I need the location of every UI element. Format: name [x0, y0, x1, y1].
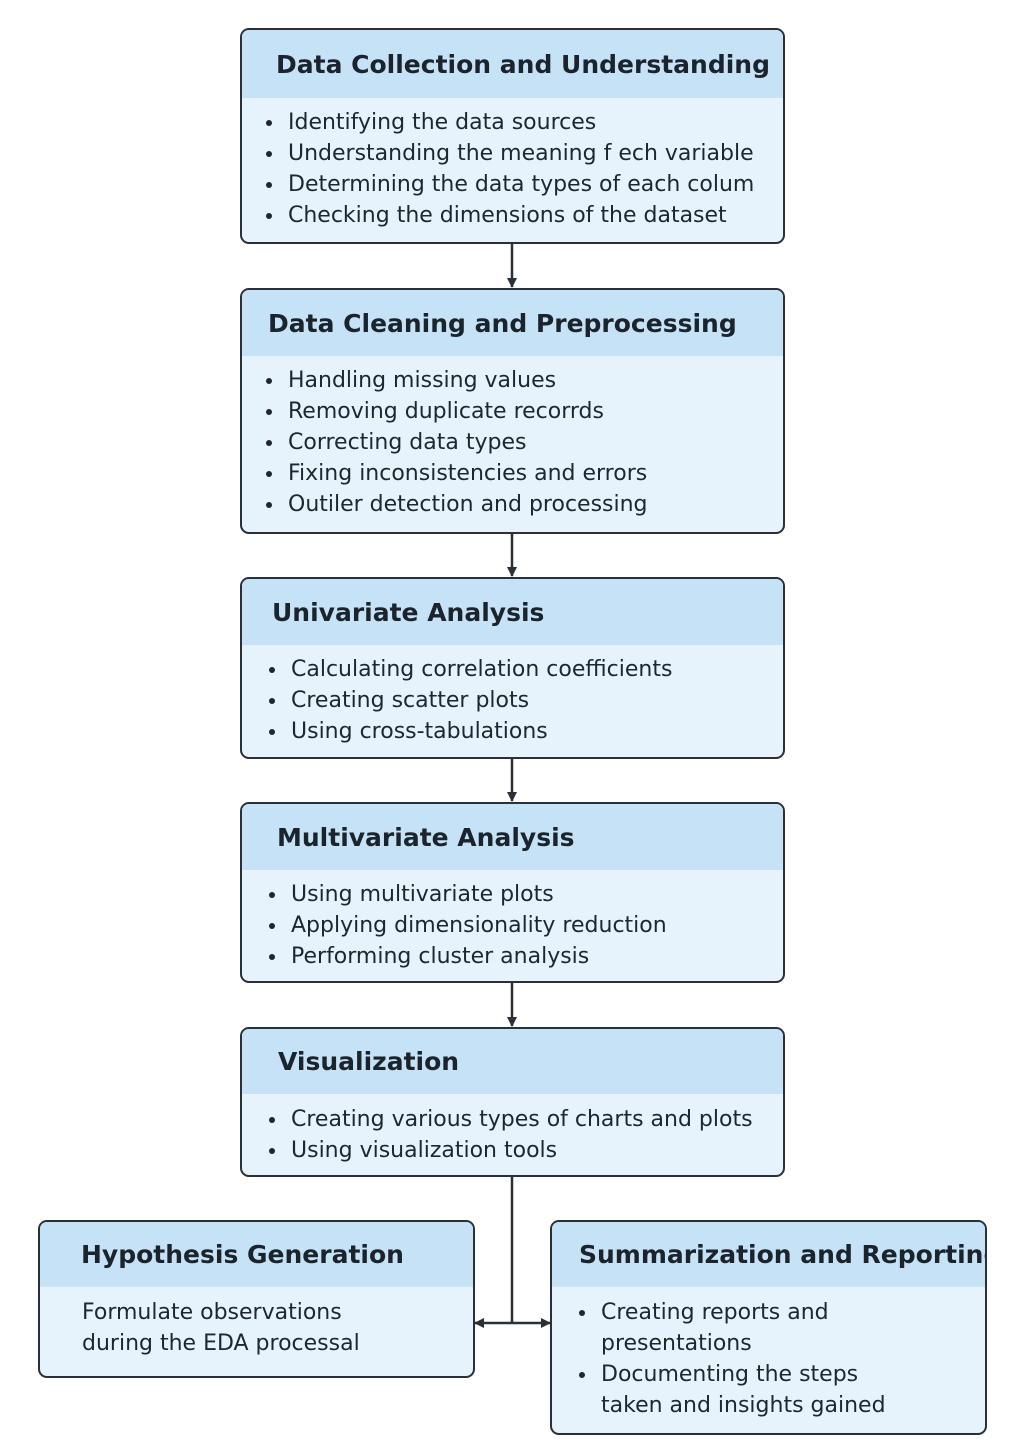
- summarization-title: Summarization and Reporting: [552, 1222, 985, 1287]
- summarization-box: Summarization and Reporting Creating rep…: [550, 1220, 987, 1435]
- data-cleaning-box: Data Cleaning and Preprocessing Handling…: [240, 288, 785, 534]
- list-item: Performing cluster analysis: [268, 941, 783, 972]
- list-item: Outiler detection and processing: [265, 489, 783, 520]
- data-cleaning-body: Handling missing values Removing duplica…: [242, 356, 783, 520]
- list-item: Using cross-tabulations: [268, 716, 783, 747]
- list-item: Using multivariate plots: [268, 879, 783, 910]
- data-cleaning-title: Data Cleaning and Preprocessing: [242, 290, 783, 356]
- hypothesis-title: Hypothesis Generation: [40, 1222, 473, 1287]
- list-item: Checking the dimensions of the dataset: [265, 200, 783, 231]
- list-item: Removing duplicate recorrds: [265, 396, 783, 427]
- list-item: Using visualization tools: [268, 1135, 783, 1166]
- list-item: Applying dimensionality reduction: [268, 910, 783, 941]
- data-cleaning-list: Handling missing values Removing duplica…: [265, 365, 783, 520]
- visualization-body: Creating various types of charts and plo…: [242, 1094, 783, 1166]
- univariate-title: Univariate Analysis: [242, 579, 783, 645]
- data-collection-list: Identifying the data sources Understandi…: [265, 107, 783, 231]
- summarization-list: Creating reports and presentations Docum…: [578, 1297, 918, 1421]
- list-item: Determining the data types of each colum: [265, 169, 783, 200]
- list-item: Fixing inconsistencies and errors: [265, 458, 783, 489]
- hypothesis-text-line: Formulate observations: [82, 1300, 342, 1325]
- multivariate-body: Using multivariate plots Applying dimens…: [242, 870, 783, 972]
- list-item: Correcting data types: [265, 427, 783, 458]
- list-item: Creating scatter plots: [268, 685, 783, 716]
- univariate-body: Calculating correlation coefficients Cre…: [242, 645, 783, 747]
- hypothesis-box: Hypothesis Generation Formulate observat…: [38, 1220, 475, 1378]
- data-collection-title: Data Collection and Understanding: [242, 30, 783, 98]
- visualization-box: Visualization Creating various types of …: [240, 1027, 785, 1177]
- list-item: Handling missing values: [265, 365, 783, 396]
- hypothesis-body: Formulate observations during the EDA pr…: [40, 1287, 473, 1359]
- list-item: Calculating correlation coefficients: [268, 654, 783, 685]
- list-item: Creating various types of charts and plo…: [268, 1104, 783, 1135]
- univariate-box: Univariate Analysis Calculating correlat…: [240, 577, 785, 759]
- list-item: Creating reports and presentations: [578, 1297, 918, 1359]
- list-item: Documenting the steps taken and insights…: [578, 1359, 918, 1421]
- data-collection-box: Data Collection and Understanding Identi…: [240, 28, 785, 244]
- list-item: Identifying the data sources: [265, 107, 783, 138]
- data-collection-body: Identifying the data sources Understandi…: [242, 98, 783, 231]
- multivariate-title: Multivariate Analysis: [242, 804, 783, 870]
- summarization-body: Creating reports and presentations Docum…: [552, 1287, 985, 1421]
- multivariate-list: Using multivariate plots Applying dimens…: [268, 879, 783, 972]
- multivariate-box: Multivariate Analysis Using multivariate…: [240, 802, 785, 983]
- hypothesis-text-line: during the EDA processal: [82, 1331, 360, 1356]
- visualization-title: Visualization: [242, 1029, 783, 1094]
- visualization-list: Creating various types of charts and plo…: [268, 1104, 783, 1166]
- list-item: Understanding the meaning f ech variable: [265, 138, 783, 169]
- univariate-list: Calculating correlation coefficients Cre…: [268, 654, 783, 747]
